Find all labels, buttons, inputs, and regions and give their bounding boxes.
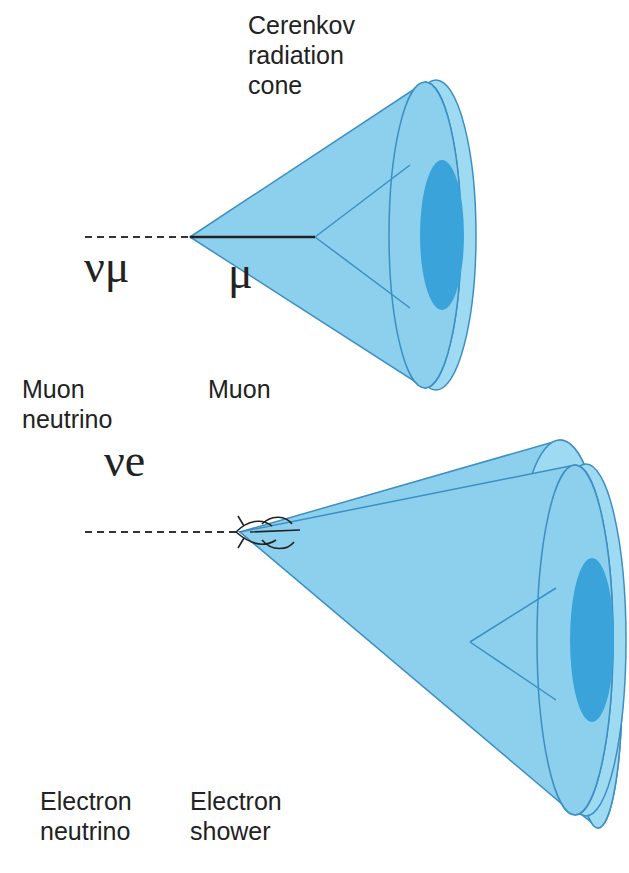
particle-symbol: νμ: [84, 242, 174, 292]
particle-label: Electron shower: [190, 786, 330, 846]
neutrino-track: [85, 531, 236, 533]
particle-label: Muon: [208, 374, 308, 404]
inner-cone: [470, 588, 556, 700]
cone-label: Cerenkov radiation cone: [248, 10, 388, 100]
muon-track: [190, 236, 315, 239]
particle-label: Muon neutrino: [22, 374, 162, 434]
particle-label: Electron neutrino: [40, 786, 180, 846]
shower-tracks: [236, 516, 300, 549]
cone-core: [570, 558, 614, 722]
cone-body: [240, 465, 613, 815]
electron-cones: [85, 440, 626, 828]
muon-cone: [85, 80, 476, 390]
inner-cone: [315, 165, 410, 308]
particle-symbol: μ: [228, 248, 288, 298]
neutrino-track: [85, 236, 188, 238]
particle-symbol: νe: [104, 436, 194, 486]
cone-core: [420, 160, 464, 310]
cone-face: [537, 465, 613, 815]
